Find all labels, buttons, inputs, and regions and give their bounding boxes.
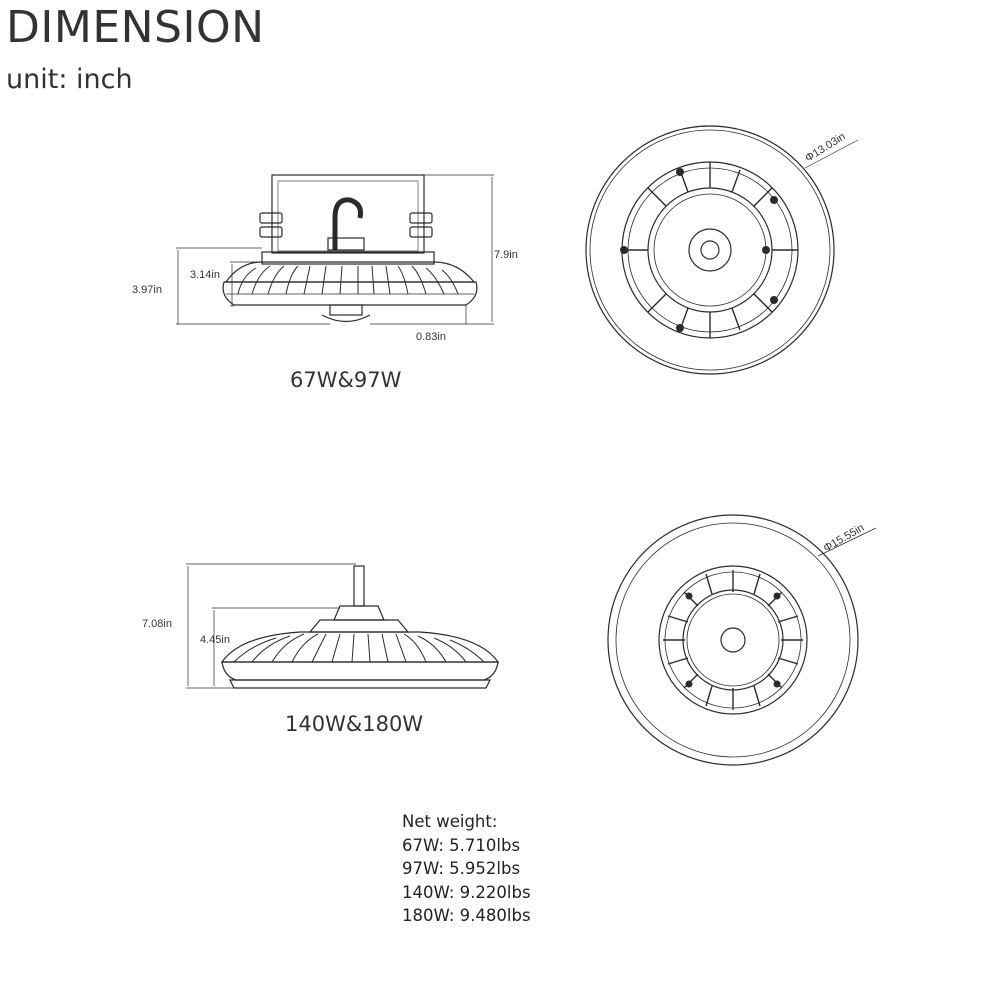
center-sensor: [720, 627, 746, 653]
housing: [220, 631, 500, 663]
large-height-total-label: 7.08in: [142, 618, 172, 630]
radial-ribs: [663, 570, 803, 710]
small-height-total-label: 7.9in: [494, 249, 518, 261]
lens-body: [221, 661, 499, 681]
stem: [353, 565, 365, 607]
screws: [685, 592, 781, 688]
large-top-view: [607, 514, 877, 766]
diameter-leader: [817, 527, 877, 557]
cooling-fins: [233, 633, 485, 663]
large-diameter-label: Φ15.55in: [822, 522, 867, 555]
weight-item: 67W: 5.710lbs: [402, 835, 521, 855]
page-title: DIMENSION: [6, 2, 265, 53]
cooling-fins: [237, 265, 459, 295]
hook: [332, 197, 363, 250]
small-top-view: [585, 125, 859, 375]
sensor: [321, 314, 371, 323]
net-weight-block: Net weight: 67W: 5.710lbs 97W: 5.952lbs …: [402, 810, 531, 928]
mounting-bracket: [271, 174, 425, 254]
outer-ring: [607, 514, 859, 766]
screws: [620, 168, 778, 332]
unit-label: unit: inch: [6, 64, 133, 95]
large-dimension-lines: [186, 563, 356, 689]
net-weight-heading: Net weight:: [402, 812, 498, 831]
weight-item: 180W: 9.480lbs: [402, 906, 531, 925]
small-model-caption: 67W&97W: [290, 368, 402, 392]
small-side-view: [176, 174, 494, 325]
housing: [224, 261, 476, 283]
lens-body: [222, 281, 478, 306]
large-side-view: [186, 563, 500, 689]
hook-base: [327, 237, 365, 251]
small-height-housing-label: 3.14in: [190, 269, 220, 281]
large-height-body-label: 4.45in: [200, 634, 230, 646]
small-diameter-label: Φ13.03in: [803, 131, 847, 165]
top-plate: [261, 251, 435, 265]
diameter-leader: [804, 139, 859, 169]
center-sensor: [688, 228, 732, 272]
outer-ring: [585, 125, 835, 375]
weight-item: 97W: 5.952lbs: [402, 859, 521, 878]
weight-item: 140W: 9.220lbs: [402, 882, 531, 902]
large-model-caption: 140W&180W: [285, 712, 424, 736]
small-height-body-label: 3.97in: [132, 284, 162, 296]
small-sensor-drop-label: 0.83in: [416, 331, 446, 343]
small-dimension-lines: [176, 174, 494, 325]
bracket-bolts: [259, 212, 433, 238]
